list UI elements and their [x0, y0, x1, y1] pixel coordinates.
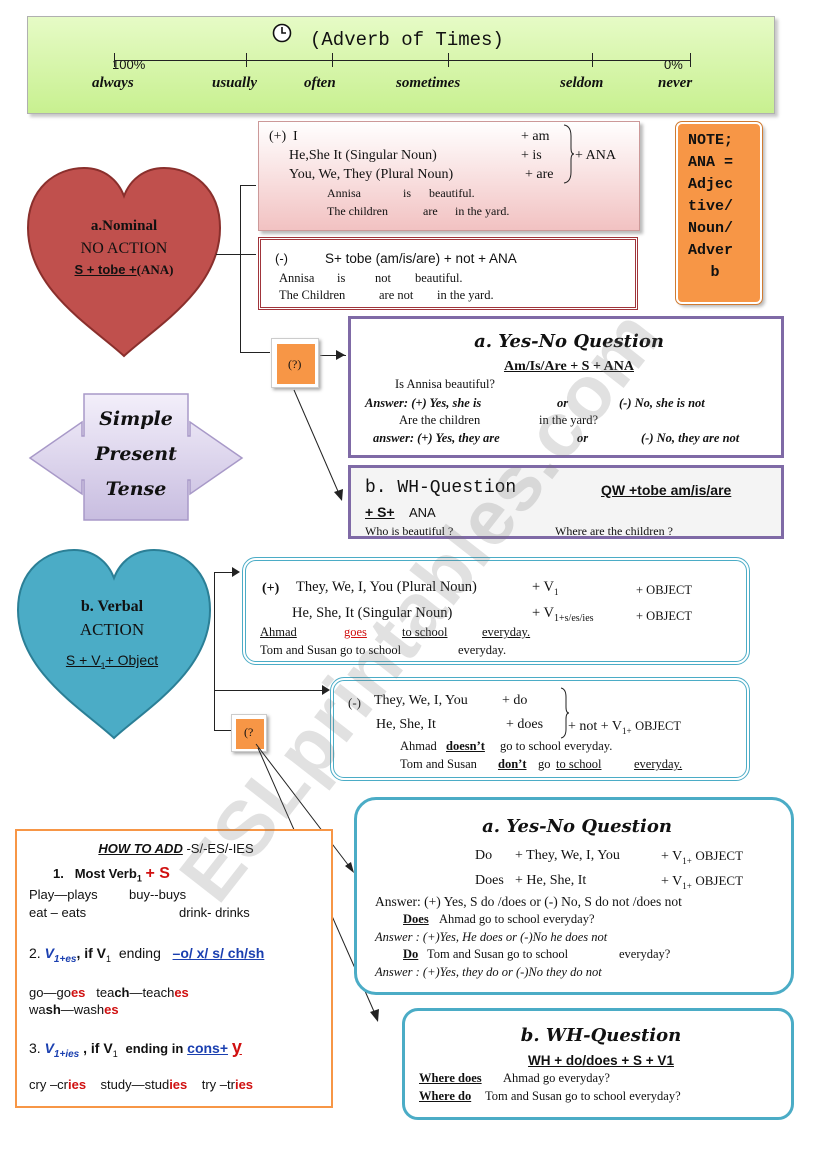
timeline-word: never [658, 75, 693, 91]
verbal-wh-box: b. WH-Question WH + do/does + S + V1 Whe… [402, 1008, 794, 1120]
adverb-timeline-panel: (Adverb of Times) 100% 0% always usually… [27, 16, 775, 114]
connector-diagonal [293, 389, 343, 501]
nominal-heart-title: a.Nominal [90, 218, 158, 234]
negative-formula: S+ tobe (am/is/are) + not + ANA [325, 251, 517, 266]
nominal-positive-box: (+) I He,She It (Singular Noun) You, We,… [258, 121, 640, 231]
nominal-yesno-box: a. Yes-No Question Am/Is/Are + S + ANA I… [348, 316, 784, 458]
positive-sign: (+) [269, 129, 287, 144]
verbal-question-tag: (? [231, 714, 267, 752]
tense-label: Simple Present Tense [95, 408, 177, 500]
how-to-add-box: HOW TO ADD -S/-ES/-IES 1. Most Verb1 + S… [15, 829, 333, 1108]
verbal-yesno-box: a. Yes-No Question Do + They, We, I, You… [354, 797, 794, 995]
double-arrow-shape [28, 393, 244, 521]
brace [563, 124, 575, 184]
howto-ies-examples: cry –cries study—studies try –tries [29, 1077, 254, 1092]
timeline-word: always [92, 75, 134, 91]
clock-icon [272, 23, 292, 43]
yesno-title: a. Yes-No Question [474, 331, 664, 352]
howto-es-examples: go—goes teach—teaches [29, 985, 189, 1000]
nominal-wh-box: b. WH-Question QW +tobe am/is/are + S+ A… [348, 465, 784, 539]
verbal-negative-box: (-) They, We, I, You + do He, She, It + … [330, 677, 750, 781]
nominal-heart-shape [26, 166, 222, 358]
nominal-heart-formula: S + tobe +(ANA) [74, 262, 174, 277]
verbal-heart-subtitle: ACTION [79, 620, 145, 639]
timeline-axis [114, 60, 690, 61]
nominal-heart-subtitle: NO ACTION [80, 240, 168, 257]
verbal-heart-formula: S + V1+ Object [65, 652, 159, 671]
verbal-heart-title: b. Verbal [80, 598, 144, 615]
timeline-title: (Adverb of Times) [310, 29, 504, 51]
timeline-word: seldom [560, 75, 604, 91]
yesno-title: a. Yes-No Question [482, 816, 672, 837]
timeline-word: sometimes [396, 75, 461, 91]
wh-title: b. WH-Question [365, 478, 517, 498]
ana-note: NOTE; ANA = Adjec tive/ Noun/ Adver b [676, 122, 762, 304]
verbal-positive-box: (+) They, We, I, You (Plural Noun) + V1 … [242, 557, 750, 665]
howto-title: HOW TO ADD -S/-ES/-IES [98, 841, 254, 856]
wh-title: b. WH-Question [520, 1025, 682, 1046]
verbal-heart-shape [16, 548, 212, 740]
nominal-negative-box: (-) S+ tobe (am/is/are) + not + ANA Anni… [258, 237, 638, 310]
brace [560, 687, 570, 739]
timeline-word: usually [212, 75, 258, 91]
arrow-head [336, 350, 345, 360]
timeline-word: often [304, 75, 336, 91]
nominal-question-tag: (?) [271, 338, 319, 388]
